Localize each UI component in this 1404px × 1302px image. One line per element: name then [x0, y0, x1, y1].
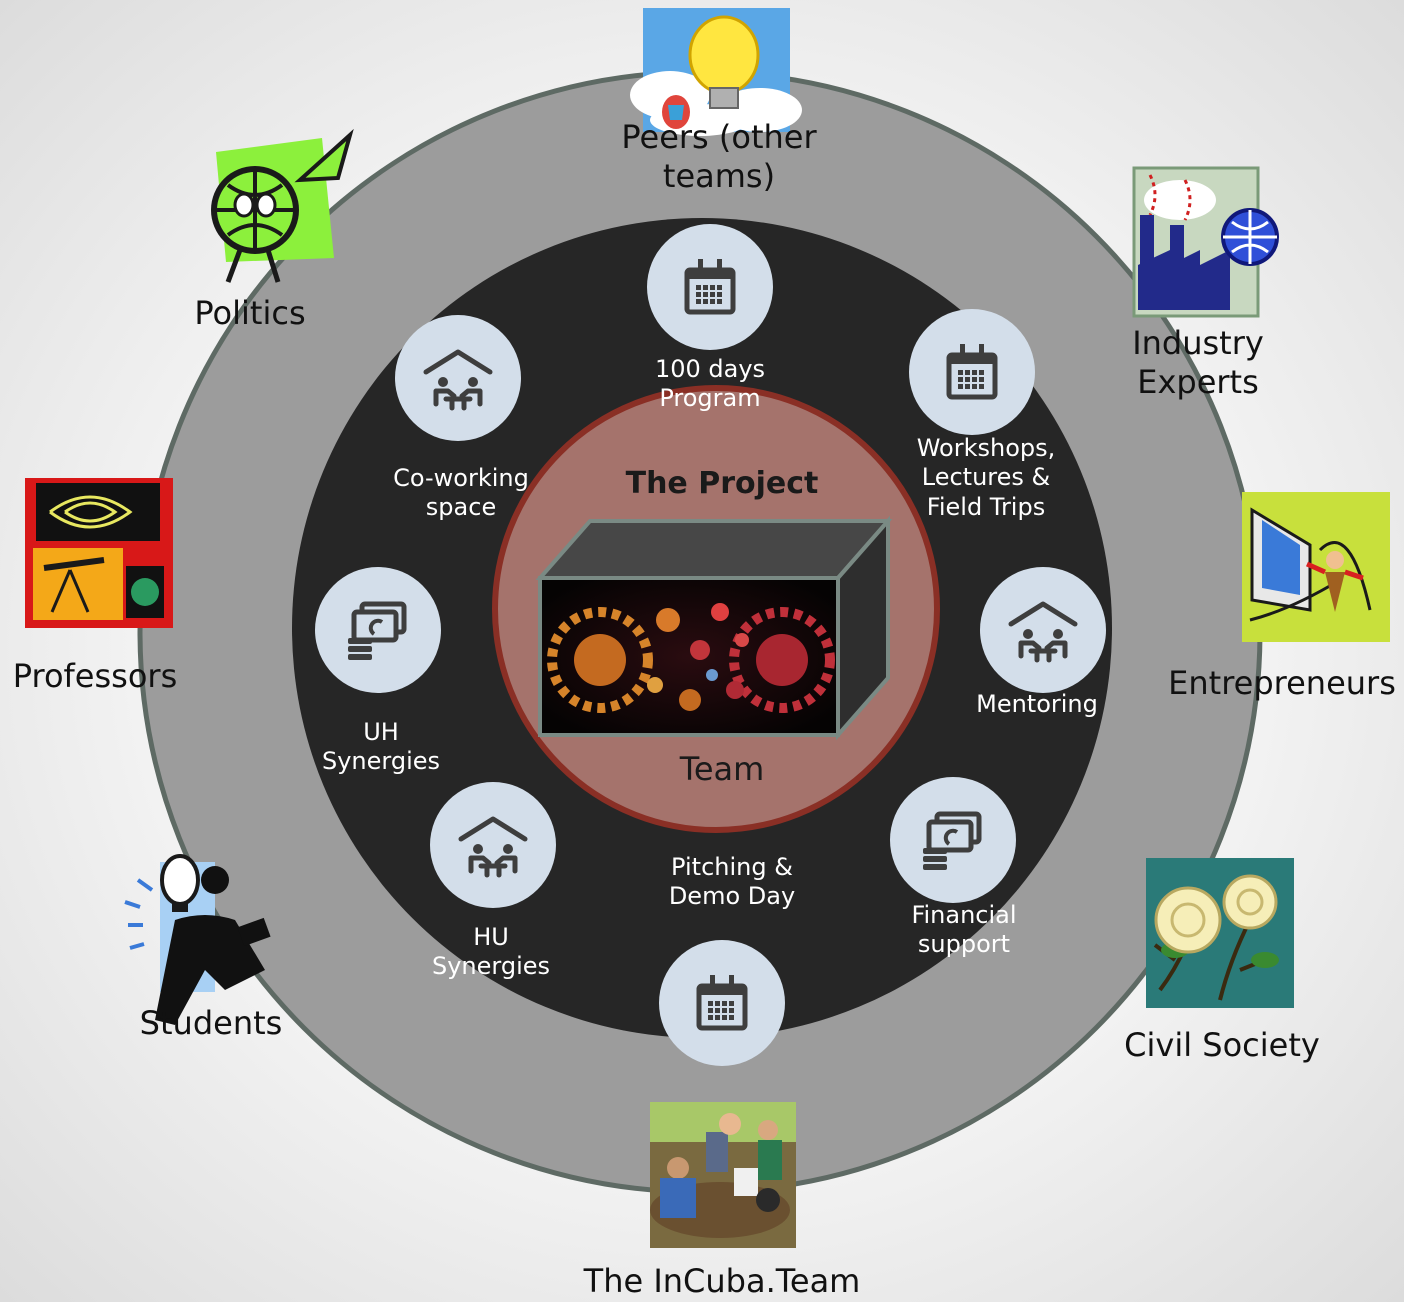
globe-rocket-icon — [211, 128, 354, 283]
student-idea-icon — [124, 854, 271, 1025]
label-pitching: Pitching & Demo Day — [668, 853, 796, 911]
label-incuba-team: The InCuba.Team — [583, 1262, 861, 1300]
label-coworking: Co-working space — [393, 464, 529, 522]
icon-circle-pitching — [659, 940, 785, 1066]
icon-circle-coworking — [395, 315, 521, 441]
team-meeting-icon — [650, 1102, 796, 1248]
factory-icon — [1132, 166, 1279, 318]
icon-circle-program — [647, 224, 773, 350]
label-politics: Politics — [194, 294, 306, 332]
label-mentoring: Mentoring — [976, 690, 1098, 718]
label-students: Students — [139, 1004, 283, 1042]
icon-circle-uh — [315, 567, 441, 693]
label-civil-society: Civil Society — [1124, 1026, 1320, 1064]
icon-circle-workshops — [909, 309, 1035, 435]
label-workshops: Workshops, Lectures & Field Trips — [916, 434, 1056, 521]
galaxy-telescope-icon — [25, 478, 173, 628]
label-program: 100 days Program — [654, 355, 766, 413]
computer-person-icon — [1242, 492, 1390, 642]
label-financial: Financial support — [911, 901, 1017, 959]
project-box — [535, 515, 893, 741]
label-peers: Peers (other teams) — [621, 118, 817, 196]
label-industry: Industry Experts — [1132, 324, 1264, 402]
icon-circle-financial — [890, 777, 1016, 903]
label-hu: HU Synergies — [431, 923, 551, 981]
icon-circle-mentoring — [980, 567, 1106, 693]
center-title: The Project — [626, 466, 819, 501]
center-team-label: Team — [679, 750, 765, 788]
label-entrepreneurs: Entrepreneurs — [1168, 664, 1396, 702]
icon-circle-hu — [430, 782, 556, 908]
roses-icon — [1146, 858, 1294, 1008]
label-uh: UH Synergies — [321, 718, 441, 776]
label-professors: Professors — [12, 657, 178, 695]
lightbulb-icon — [630, 8, 802, 136]
gears-image — [547, 603, 835, 713]
